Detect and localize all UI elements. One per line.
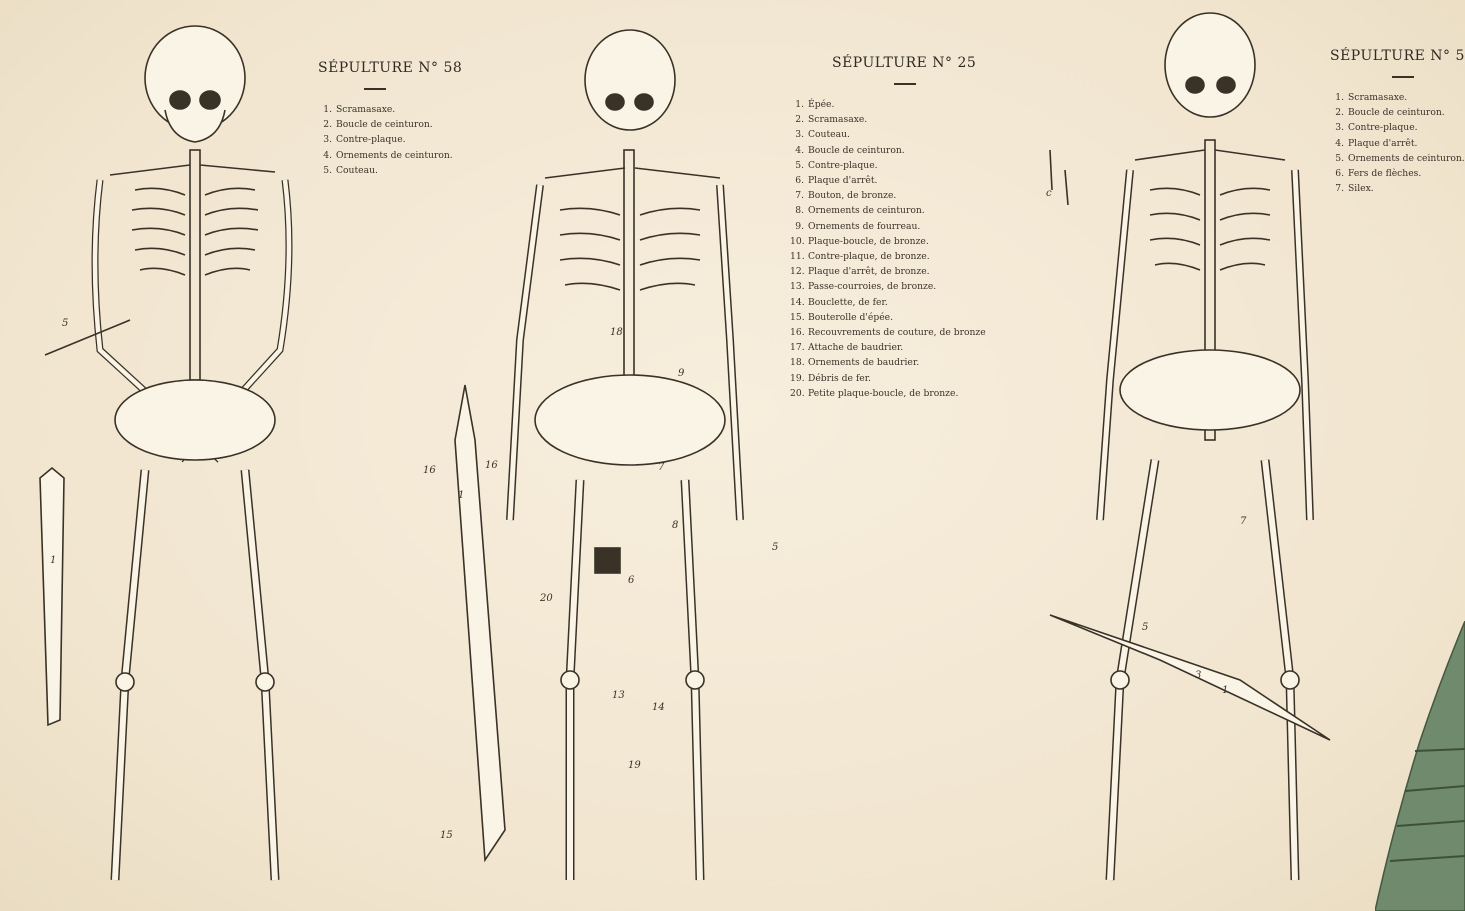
bronze-vessel-edge — [1375, 621, 1465, 911]
legend-item: 1.Scramasaxe. — [1330, 90, 1465, 105]
figure-label: 7 — [1240, 516, 1246, 527]
figure-label: 19 — [628, 760, 641, 771]
legend-sepulture-58: SÉPULTURE N° 58 1.Scramasaxe. 2.Boucle d… — [318, 60, 462, 178]
legend-item: 2.Boucle de ceinturon. — [318, 117, 462, 132]
title-rule — [894, 83, 916, 85]
figure-label: 14 — [652, 702, 665, 713]
legend-item: 13.Passe-courroies, de bronze. — [790, 279, 986, 294]
figure-label: 18 — [610, 327, 623, 338]
figure-label: 16 — [423, 465, 436, 476]
legend-item: 5.Contre-plaque. — [790, 158, 986, 173]
legend-item: 3.Contre-plaque. — [318, 132, 462, 147]
legend-item: 1.Épée. — [790, 97, 986, 112]
legend-item: 4.Ornements de ceinturon. — [318, 148, 462, 163]
legend-item: 18.Ornements de baudrier. — [790, 355, 986, 370]
legend-item: 11.Contre-plaque, de bronze. — [790, 249, 986, 264]
legend-item: 3.Couteau. — [790, 127, 986, 142]
figure-label: 6 — [628, 575, 634, 586]
figure-label: 15 — [440, 830, 453, 841]
legend-item: 15.Bouterolle d'épée. — [790, 310, 986, 325]
legend-item: 5.Ornements de ceinturon. — [1330, 151, 1465, 166]
legend-item: 4.Plaque d'arrêt. — [1330, 136, 1465, 151]
legend-item: 2.Scramasaxe. — [790, 112, 986, 127]
legend-item: 7.Bouton, de bronze. — [790, 188, 986, 203]
legend-item: 2.Boucle de ceinturon. — [1330, 105, 1465, 120]
figure-label: 5 — [62, 318, 68, 329]
legend-item: 4.Boucle de ceinturon. — [790, 143, 986, 158]
legend-item: 3.Contre-plaque. — [1330, 120, 1465, 135]
legend-item: 7.Silex. — [1330, 181, 1465, 196]
legend-item: 17.Attache de baudrier. — [790, 340, 986, 355]
figure-label: 1 — [458, 490, 464, 501]
legend-item: 5.Couteau. — [318, 163, 462, 178]
legend-item: 20.Petite plaque-boucle, de bronze. — [790, 386, 986, 401]
figure-label: 5 — [772, 542, 778, 553]
figure-label: 3 — [1195, 670, 1201, 681]
legend-title: SÉPULTURE N° 58 — [318, 60, 462, 76]
figure-label: 8 — [672, 520, 678, 531]
skeleton-figure-58 — [20, 0, 330, 911]
legend-item: 19.Débris de fer. — [790, 371, 986, 386]
skeleton-figure-25 — [420, 0, 800, 911]
legend-item: 12.Plaque d'arrêt, de bronze. — [790, 264, 986, 279]
figure-label: 9 — [678, 368, 684, 379]
legend-item: 9.Ornements de fourreau. — [790, 219, 986, 234]
figure-label: 1 — [50, 555, 56, 566]
figure-label: 20 — [540, 593, 553, 604]
legend-item: 14.Bouclette, de fer. — [790, 295, 986, 310]
legend-item: 10.Plaque-boucle, de bronze. — [790, 234, 986, 249]
legend-item: 8.Ornements de ceinturon. — [790, 203, 986, 218]
legend-title: SÉPULTURE N° 5 — [1330, 48, 1465, 64]
legend-title: SÉPULTURE N° 25 — [832, 55, 986, 71]
figure-label: 16 — [485, 460, 498, 471]
legend-item: 16.Recouvrements de couture, de bronze — [790, 325, 986, 340]
figure-label: 1 — [1222, 685, 1228, 696]
figure-label: 7 — [658, 462, 664, 473]
figure-label: 13 — [612, 690, 625, 701]
legend-item: 6.Plaque d'arrêt. — [790, 173, 986, 188]
figure-label: 5 — [1142, 622, 1148, 633]
title-rule — [364, 88, 386, 90]
legend-item: 1.Scramasaxe. — [318, 102, 462, 117]
legend-list: 1.Scramasaxe. 2.Boucle de ceinturon. 3.C… — [318, 102, 462, 178]
skeleton-figure-5 — [1040, 0, 1350, 911]
legend-item: 6.Fers de flèches. — [1330, 166, 1465, 181]
legend-list: 1.Scramasaxe. 2.Boucle de ceinturon. 3.C… — [1330, 90, 1465, 196]
figure-label: c — [1046, 188, 1052, 199]
legend-list: 1.Épée. 2.Scramasaxe. 3.Couteau. 4.Boucl… — [790, 97, 986, 401]
title-rule — [1392, 76, 1414, 78]
legend-sepulture-5: SÉPULTURE N° 5 1.Scramasaxe. 2.Boucle de… — [1330, 48, 1465, 196]
legend-sepulture-25: SÉPULTURE N° 25 1.Épée. 2.Scramasaxe. 3.… — [790, 55, 986, 401]
